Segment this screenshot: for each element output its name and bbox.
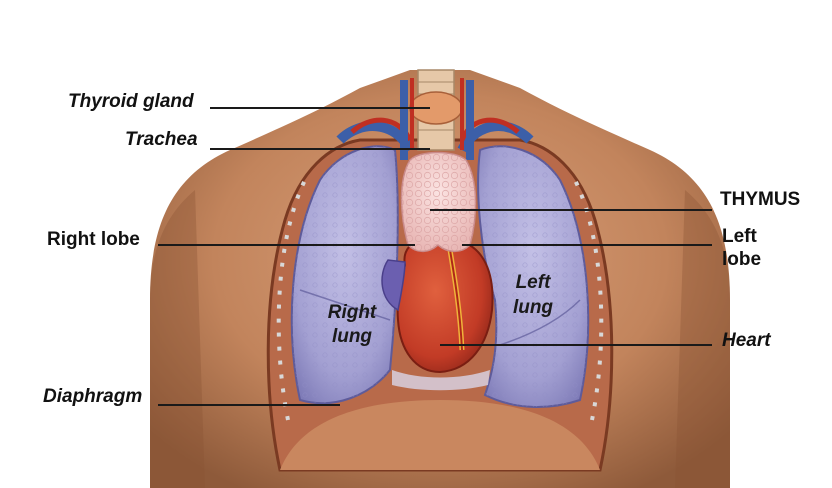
label-left-lobe-line2: lobe [722, 249, 761, 271]
label-thymus: THYMUS [720, 189, 800, 211]
label-right-lobe: Right lobe [47, 229, 140, 251]
label-left-lobe-line1: Left [722, 226, 757, 248]
label-heart: Heart [722, 330, 771, 352]
label-left-lung-line2: lung [508, 297, 558, 319]
label-diaphragm: Diaphragm [43, 386, 142, 408]
label-trachea: Trachea [125, 129, 198, 151]
label-right-lung-line2: lung [322, 326, 382, 348]
label-left-lung-line1: Left [508, 272, 558, 294]
label-right-lung-line1: Right [322, 302, 382, 324]
label-thyroid-gland: Thyroid gland [68, 91, 194, 113]
